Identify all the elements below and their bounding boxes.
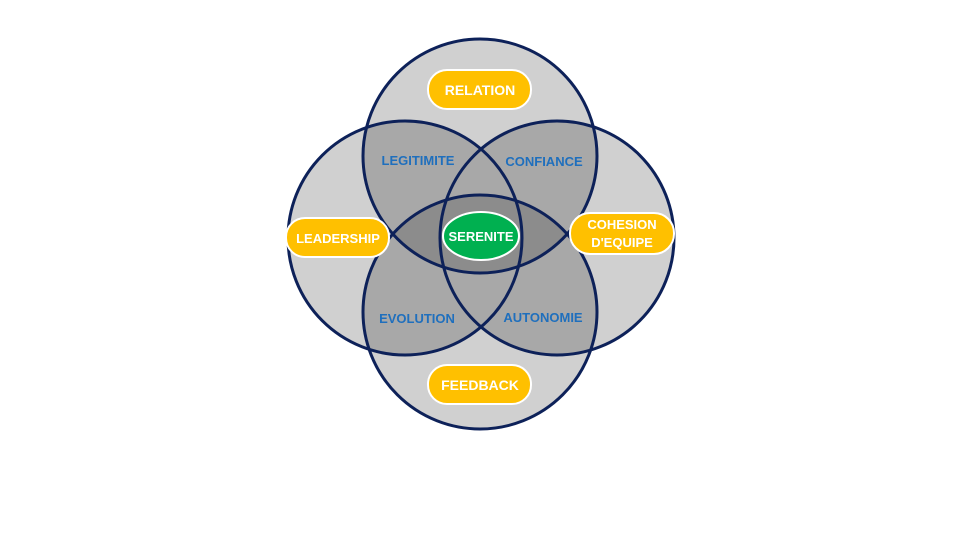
badge-leadership-label: LEADERSHIP — [296, 231, 380, 246]
badge-cohesion: COHESION D'EQUIPE — [569, 212, 675, 255]
badge-feedback-label: FEEDBACK — [441, 377, 519, 393]
badge-cohesion-label-line1: COHESION — [587, 217, 656, 232]
badge-relation: RELATION — [427, 69, 532, 110]
badge-leadership: LEADERSHIP — [285, 217, 390, 258]
badge-relation-label: RELATION — [445, 82, 516, 98]
overlap-top-bottom-left — [363, 195, 522, 273]
intersection-legitimite: LEGITIMITE — [382, 153, 455, 168]
circle-top-outline — [361, 37, 599, 275]
intersection-confiance: CONFIANCE — [505, 154, 583, 169]
intersection-evolution: EVOLUTION — [379, 311, 455, 326]
center-label: SERENITE — [448, 229, 513, 244]
overlap-three-regions — [363, 195, 597, 273]
circle-bottom-outline — [361, 193, 599, 431]
overlap-top-bottom-right — [440, 195, 597, 273]
center-serenite: SERENITE — [442, 211, 520, 261]
badge-feedback: FEEDBACK — [427, 364, 532, 405]
badge-cohesion-label-line2: D'EQUIPE — [591, 235, 653, 250]
intersection-autonomie: AUTONOMIE — [503, 310, 583, 325]
